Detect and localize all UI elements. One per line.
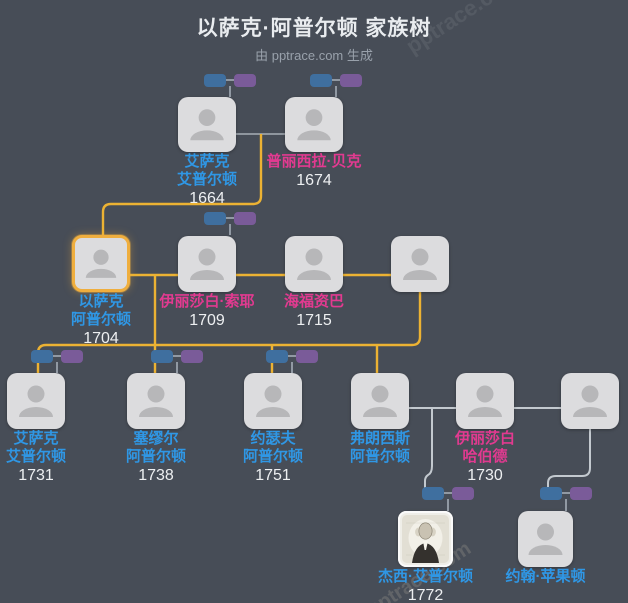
partner-link-badge[interactable] [151,350,203,373]
badge-tail-line [56,362,58,373]
female-link-chip-icon [570,487,592,500]
person-card-joseph-appleton-1751[interactable] [244,373,302,429]
badge-connector [286,355,298,357]
badge-tail-line [229,86,231,97]
person-silhouette-icon [528,523,563,555]
badge-tail-line [291,362,293,373]
badge-connector [560,492,572,494]
badge-connector [330,79,342,81]
person-silhouette-icon [468,385,502,417]
person-silhouette-icon [19,385,53,417]
connector-line [424,409,433,488]
partner-link-badge[interactable] [204,212,256,235]
person-card-unnamed-spouse[interactable] [391,236,449,292]
person-silhouette-icon [403,248,437,280]
person-card-francis-appleton[interactable] [351,373,409,429]
person-silhouette-icon [573,385,607,417]
female-link-chip-icon [296,350,318,363]
male-link-chip-icon [422,487,444,500]
person-card-isaac-appleton-1664[interactable] [178,97,236,152]
person-silhouette-icon [139,385,173,417]
partner-link-badge[interactable] [204,74,256,97]
person-silhouette-icon [190,248,224,280]
male-link-chip-icon [204,74,226,87]
partner-link-badge[interactable] [540,487,592,511]
person-silhouette-icon [256,385,290,417]
person-silhouette-icon [190,109,224,141]
person-card-priscilla-baker-1674[interactable] [285,97,343,152]
male-link-chip-icon [540,487,562,500]
person-card-jesse-appleton-1772[interactable] [398,511,453,567]
person-card-samuel-appleton-1738[interactable] [127,373,185,429]
portrait-image [398,511,453,567]
partner-link-badge[interactable] [266,350,318,373]
badge-connector [224,217,236,219]
badge-connector [442,492,454,494]
partner-link-badge[interactable] [31,350,83,373]
partner-link-badge[interactable] [422,487,474,511]
connector-line [101,134,263,236]
badge-connector [224,79,236,81]
connector-line [547,429,591,489]
person-silhouette-icon [297,109,331,141]
person-silhouette-icon [297,248,331,280]
page-subtitle: 由 pptrace.com 生成 [255,48,373,63]
badge-tail-line [176,362,178,373]
partner-link-badge[interactable] [310,74,362,97]
person-card-unnamed-spouse-2[interactable] [561,373,619,429]
male-link-chip-icon [151,350,173,363]
badge-tail-line [565,499,567,511]
person-card-john-appleton[interactable] [518,511,573,567]
male-link-chip-icon [31,350,53,363]
person-card-elizabeth-hubbard-1730[interactable] [456,373,514,429]
female-link-chip-icon [234,212,256,225]
male-link-chip-icon [266,350,288,363]
badge-tail-line [447,499,449,511]
badge-tail-line [335,86,337,97]
person-silhouette-icon [85,249,117,278]
male-link-chip-icon [204,212,226,225]
badge-tail-line [229,224,231,235]
female-link-chip-icon [340,74,362,87]
person-card-elizabeth-sawyer-1709[interactable] [178,236,236,292]
person-card-isaac-appleton-1731[interactable] [7,373,65,429]
female-link-chip-icon [61,350,83,363]
connector-line [36,292,422,374]
male-link-chip-icon [310,74,332,87]
female-link-chip-icon [234,74,256,87]
female-link-chip-icon [181,350,203,363]
person-card-isaac-appleton-1704[interactable] [72,235,130,292]
person-silhouette-icon [363,385,397,417]
page-title: 以萨克·阿普尔顿 家族树 [196,17,432,40]
badge-connector [171,355,183,357]
female-link-chip-icon [452,487,474,500]
person-card-hephzibah-1715[interactable] [285,236,343,292]
badge-connector [51,355,63,357]
